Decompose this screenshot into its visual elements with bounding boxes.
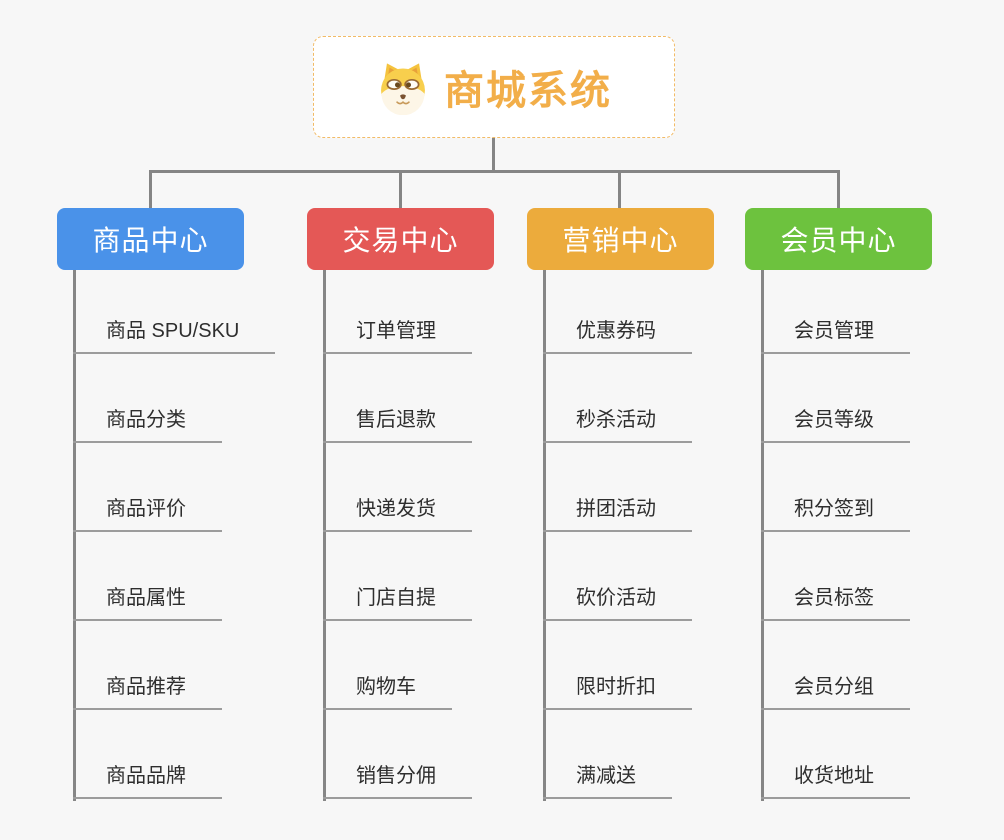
connector-drop-1 [149,170,152,210]
branch-trunk-line [323,270,326,801]
connector-rail [149,170,840,173]
connector-drop-4 [837,170,840,210]
branch-header-products[interactable]: 商品中心 [57,208,244,270]
branch-trunk-line [73,270,76,801]
child-topic[interactable]: 优惠券码 [543,270,692,354]
child-topic[interactable]: 门店自提 [323,532,472,621]
child-topic[interactable]: 快递发货 [323,443,472,532]
child-topic[interactable]: 满减送 [543,710,672,799]
child-topic[interactable]: 限时折扣 [543,621,692,710]
child-topic[interactable]: 商品评价 [73,443,222,532]
child-topic[interactable]: 商品 SPU/SKU [73,270,276,354]
branch-header-members[interactable]: 会员中心 [745,208,932,270]
child-topic[interactable]: 积分签到 [761,443,910,532]
branch-members: 会员中心 会员管理 会员等级 积分签到 会员标签 会员分组 收货地址 [745,208,995,801]
child-topic[interactable]: 会员管理 [761,270,910,354]
child-topic[interactable]: 秒杀活动 [543,354,692,443]
child-topic[interactable]: 购物车 [323,621,452,710]
dog-face-icon [381,63,425,115]
connector-drop-3 [618,170,621,210]
child-topic[interactable]: 砍价活动 [543,532,692,621]
child-topic[interactable]: 商品品牌 [73,710,222,799]
child-topic[interactable]: 会员等级 [761,354,910,443]
child-topic[interactable]: 会员分组 [761,621,910,710]
branch-trade: 交易中心 订单管理 售后退款 快递发货 门店自提 购物车 销售分佣 [307,208,557,801]
root-topic-label: 商城系统 [444,69,612,113]
branch-header-trade[interactable]: 交易中心 [307,208,494,270]
branch-marketing: 营销中心 优惠券码 秒杀活动 拼团活动 砍价活动 限时折扣 满减送 [527,208,777,801]
child-topic[interactable]: 售后退款 [323,354,472,443]
connector-root-stub [492,138,495,171]
child-topic[interactable]: 收货地址 [761,710,910,799]
branch-trunk-line [761,270,764,801]
child-topic[interactable]: 商品推荐 [73,621,222,710]
connector-drop-2 [399,170,402,210]
child-topic[interactable]: 订单管理 [323,270,472,354]
child-topic[interactable]: 商品属性 [73,532,222,621]
child-topic[interactable]: 会员标签 [761,532,910,621]
branch-trunk-line [543,270,546,801]
child-topic[interactable]: 拼团活动 [543,443,692,532]
child-topic[interactable]: 销售分佣 [323,710,472,799]
root-topic[interactable]: 商城系统 [313,36,675,138]
child-topic[interactable]: 商品分类 [73,354,222,443]
branch-header-marketing[interactable]: 营销中心 [527,208,714,270]
branch-products: 商品中心 商品 SPU/SKU 商品分类 商品评价 商品属性 商品推荐 商品品牌 [57,208,307,801]
